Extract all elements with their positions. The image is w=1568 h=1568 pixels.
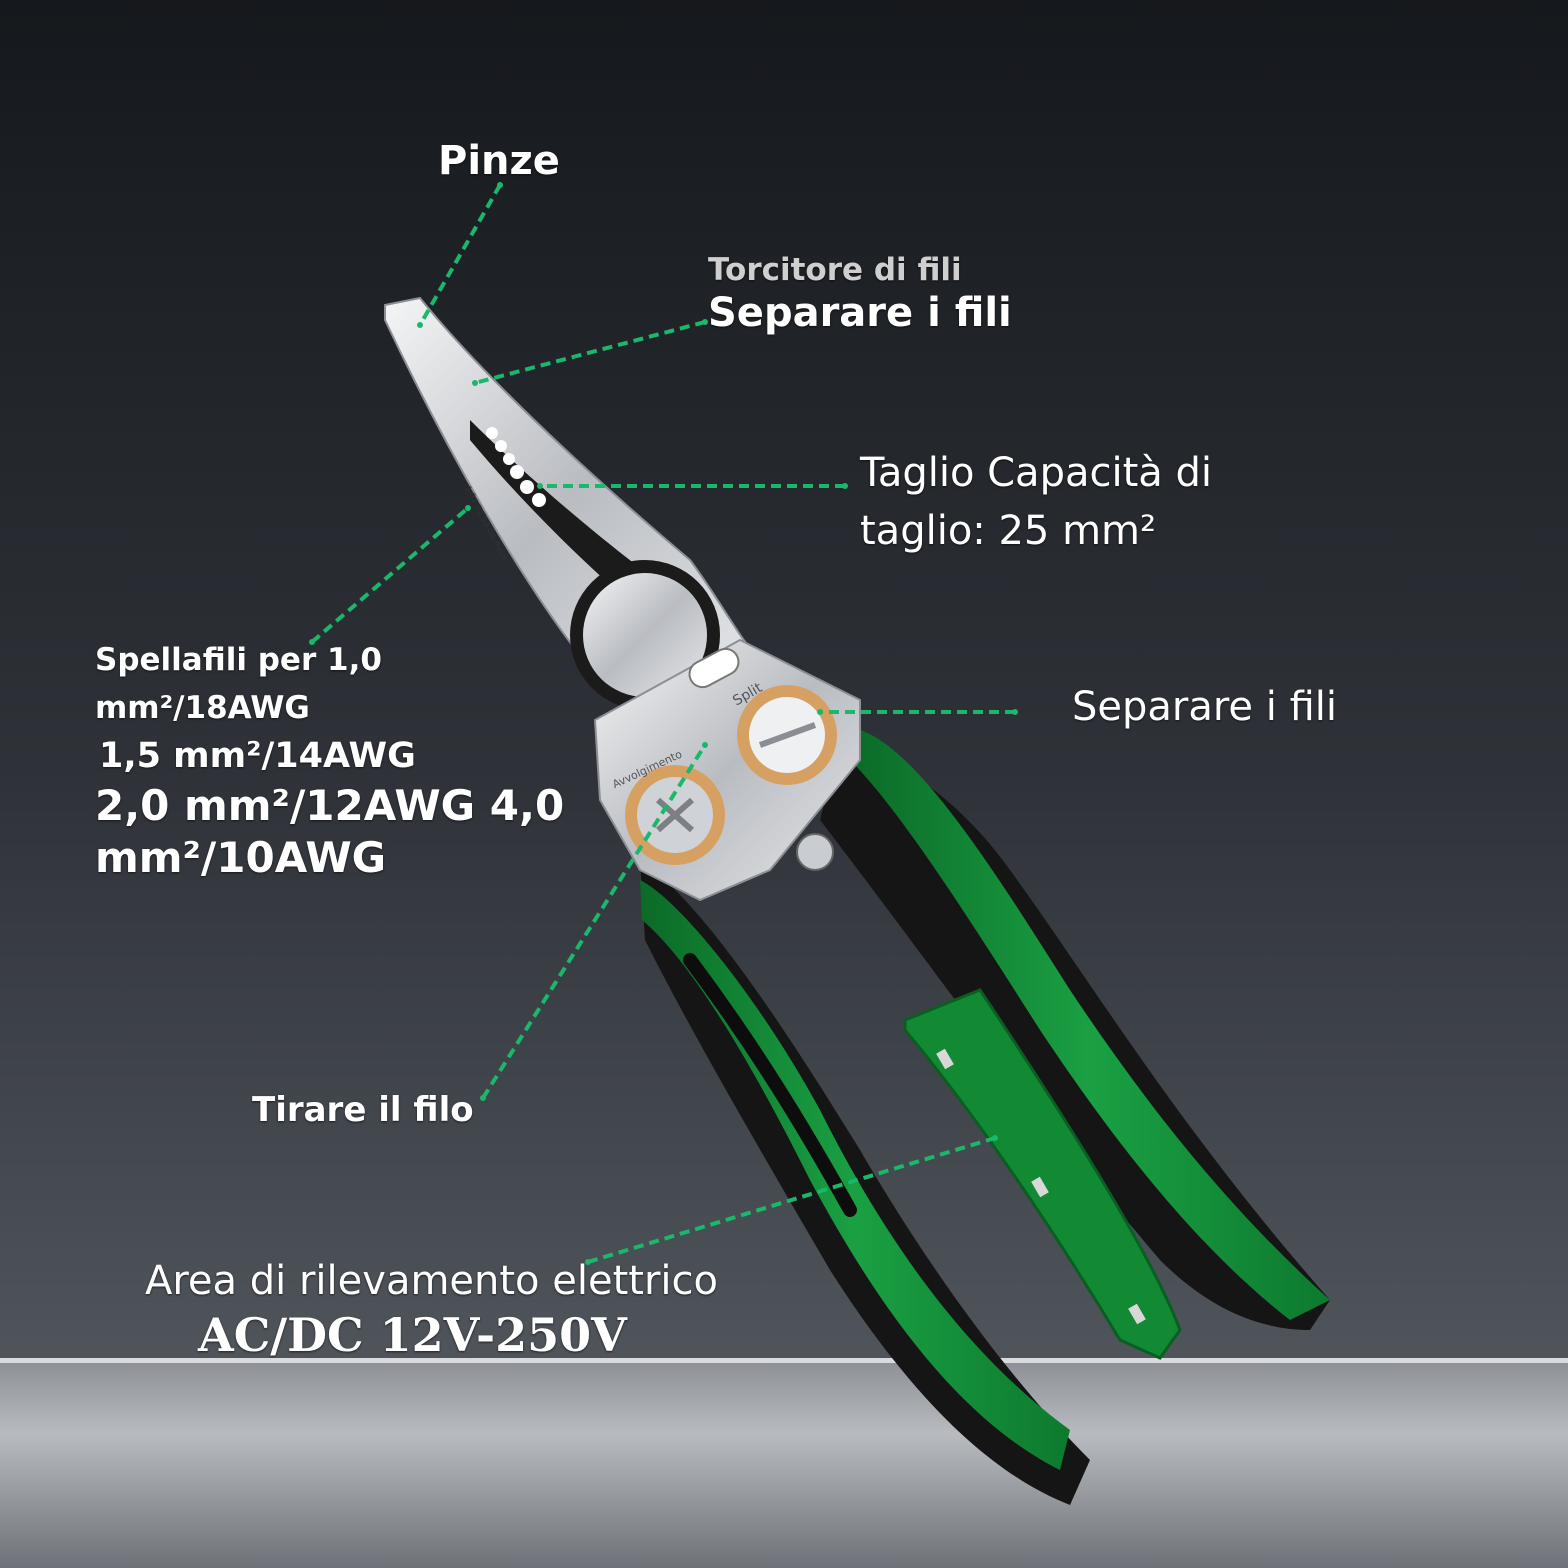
label-spella-line3: 1,5 mm²/14AWG: [99, 736, 416, 776]
floor-surface: [0, 1362, 1568, 1568]
floor-edge: [0, 1358, 1568, 1363]
label-torcitore: Torcitore di fili: [708, 252, 962, 288]
label-separare-right: Separare i fili: [1072, 684, 1337, 730]
leader-tirare: [481, 743, 707, 1100]
leader-lines: [310, 184, 1015, 1264]
label-spella-line5: mm²/10AWG: [95, 833, 387, 882]
leader-spellafili: [310, 506, 470, 644]
left-handle: [640, 860, 1090, 1505]
label-spella-line2: mm²/18AWG: [95, 690, 310, 726]
leader-torcitore: [474, 320, 706, 385]
label-tirare: Tirare il filo: [252, 1090, 474, 1130]
label-spella-line1: Spellafili per 1,0: [95, 642, 382, 678]
stripping-holes: [486, 427, 546, 507]
label-taglio-group: Taglio Capacità di taglio: 25 mm²: [860, 444, 1212, 560]
right-handle: [820, 730, 1330, 1360]
label-acdc: AC/DC 12V-250V: [198, 1308, 627, 1362]
label-spellafili-group: Spellafili per 1,0 mm²/18AWG 1,5 mm²/14A…: [95, 636, 564, 884]
label-separare-top: Separare i fili: [708, 290, 1012, 336]
leader-pinze: [418, 184, 502, 326]
label-area: Area di rilevamento elettrico: [145, 1258, 718, 1304]
label-torcitore-group: Torcitore di fili Separare i fili: [708, 252, 1012, 336]
leader-dots: [309, 182, 1018, 1265]
label-spella-line4: 2,0 mm²/12AWG 4,0: [95, 781, 565, 830]
label-taglio-line1: Taglio Capacità di: [860, 450, 1212, 496]
leader-area: [587, 1136, 996, 1264]
label-taglio-line2: taglio: 25 mm²: [860, 508, 1157, 554]
label-pinze: Pinze: [438, 138, 560, 184]
